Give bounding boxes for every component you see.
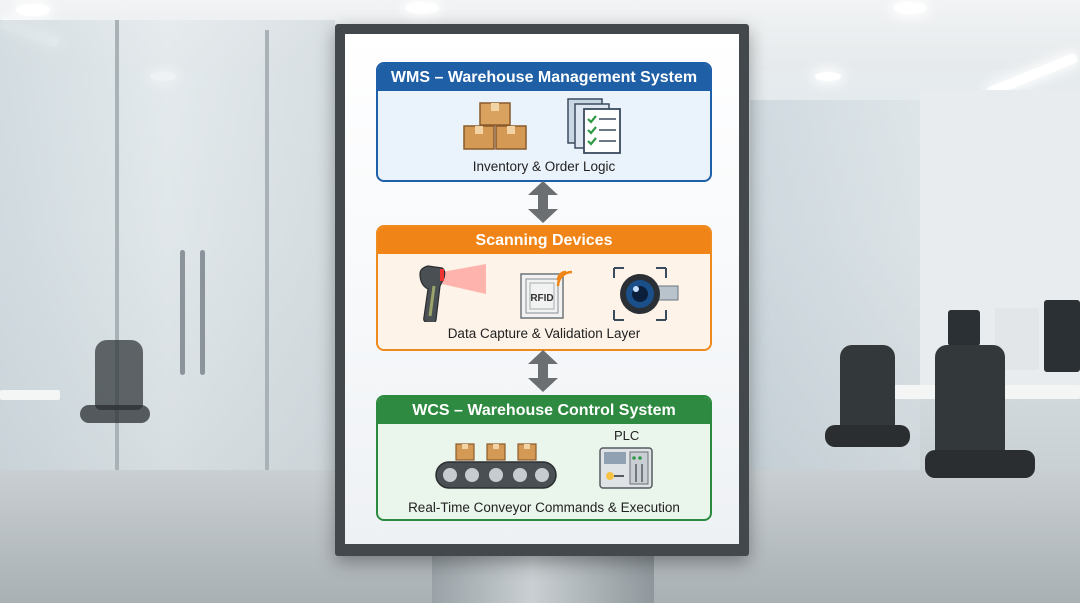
documents-checklist-icon — [567, 98, 621, 154]
office-chair-seat — [80, 405, 150, 423]
ceiling-light — [893, 2, 927, 14]
office-chair — [935, 345, 1005, 455]
ceiling-light — [405, 2, 439, 14]
ceiling-light — [16, 4, 50, 16]
diagram-panel: WMS – Warehouse Management System — [345, 34, 739, 544]
wcs-title: WCS – Warehouse Control System — [378, 397, 710, 424]
scanning-caption: Data Capture & Validation Layer — [447, 326, 641, 341]
bidirectional-arrow-icon — [528, 350, 558, 392]
door-handle — [180, 250, 185, 375]
office-chair — [840, 345, 895, 430]
camera-icon — [613, 267, 679, 321]
boxes-icon — [463, 102, 527, 150]
rfid-label: RFID — [530, 293, 553, 304]
glass-mullion — [265, 30, 269, 530]
wms-block: WMS – Warehouse Management System — [376, 62, 712, 182]
rfid-tag-icon: RFID — [520, 270, 573, 319]
scanning-title: Scanning Devices — [378, 227, 710, 254]
scanning-block: Scanning Devices RFID — [376, 225, 712, 351]
wms-title: WMS – Warehouse Management System — [378, 64, 710, 91]
door-handle — [200, 250, 205, 375]
office-chair-seat — [825, 425, 910, 447]
wms-caption: Inventory & Order Logic — [472, 159, 616, 174]
wcs-caption: Real-Time Conveyor Commands & Execution — [408, 500, 680, 515]
bidirectional-arrow-icon — [528, 181, 558, 223]
glass-mullion — [115, 20, 119, 540]
sign-board: WMS – Warehouse Management System — [335, 24, 749, 556]
sign-stand — [432, 556, 654, 603]
office-chair — [95, 340, 143, 410]
plc-label: PLC — [614, 428, 640, 443]
monitor — [1044, 300, 1080, 372]
desk — [0, 390, 60, 400]
conveyor-icon — [435, 443, 557, 489]
barcode-scanner-icon — [419, 264, 486, 322]
wcs-block: WCS – Warehouse Control System PLC — [376, 395, 712, 521]
office-chair-seat — [925, 450, 1035, 478]
plc-controller-icon — [599, 447, 653, 489]
monitor — [948, 310, 980, 346]
ceiling-light — [815, 72, 841, 81]
